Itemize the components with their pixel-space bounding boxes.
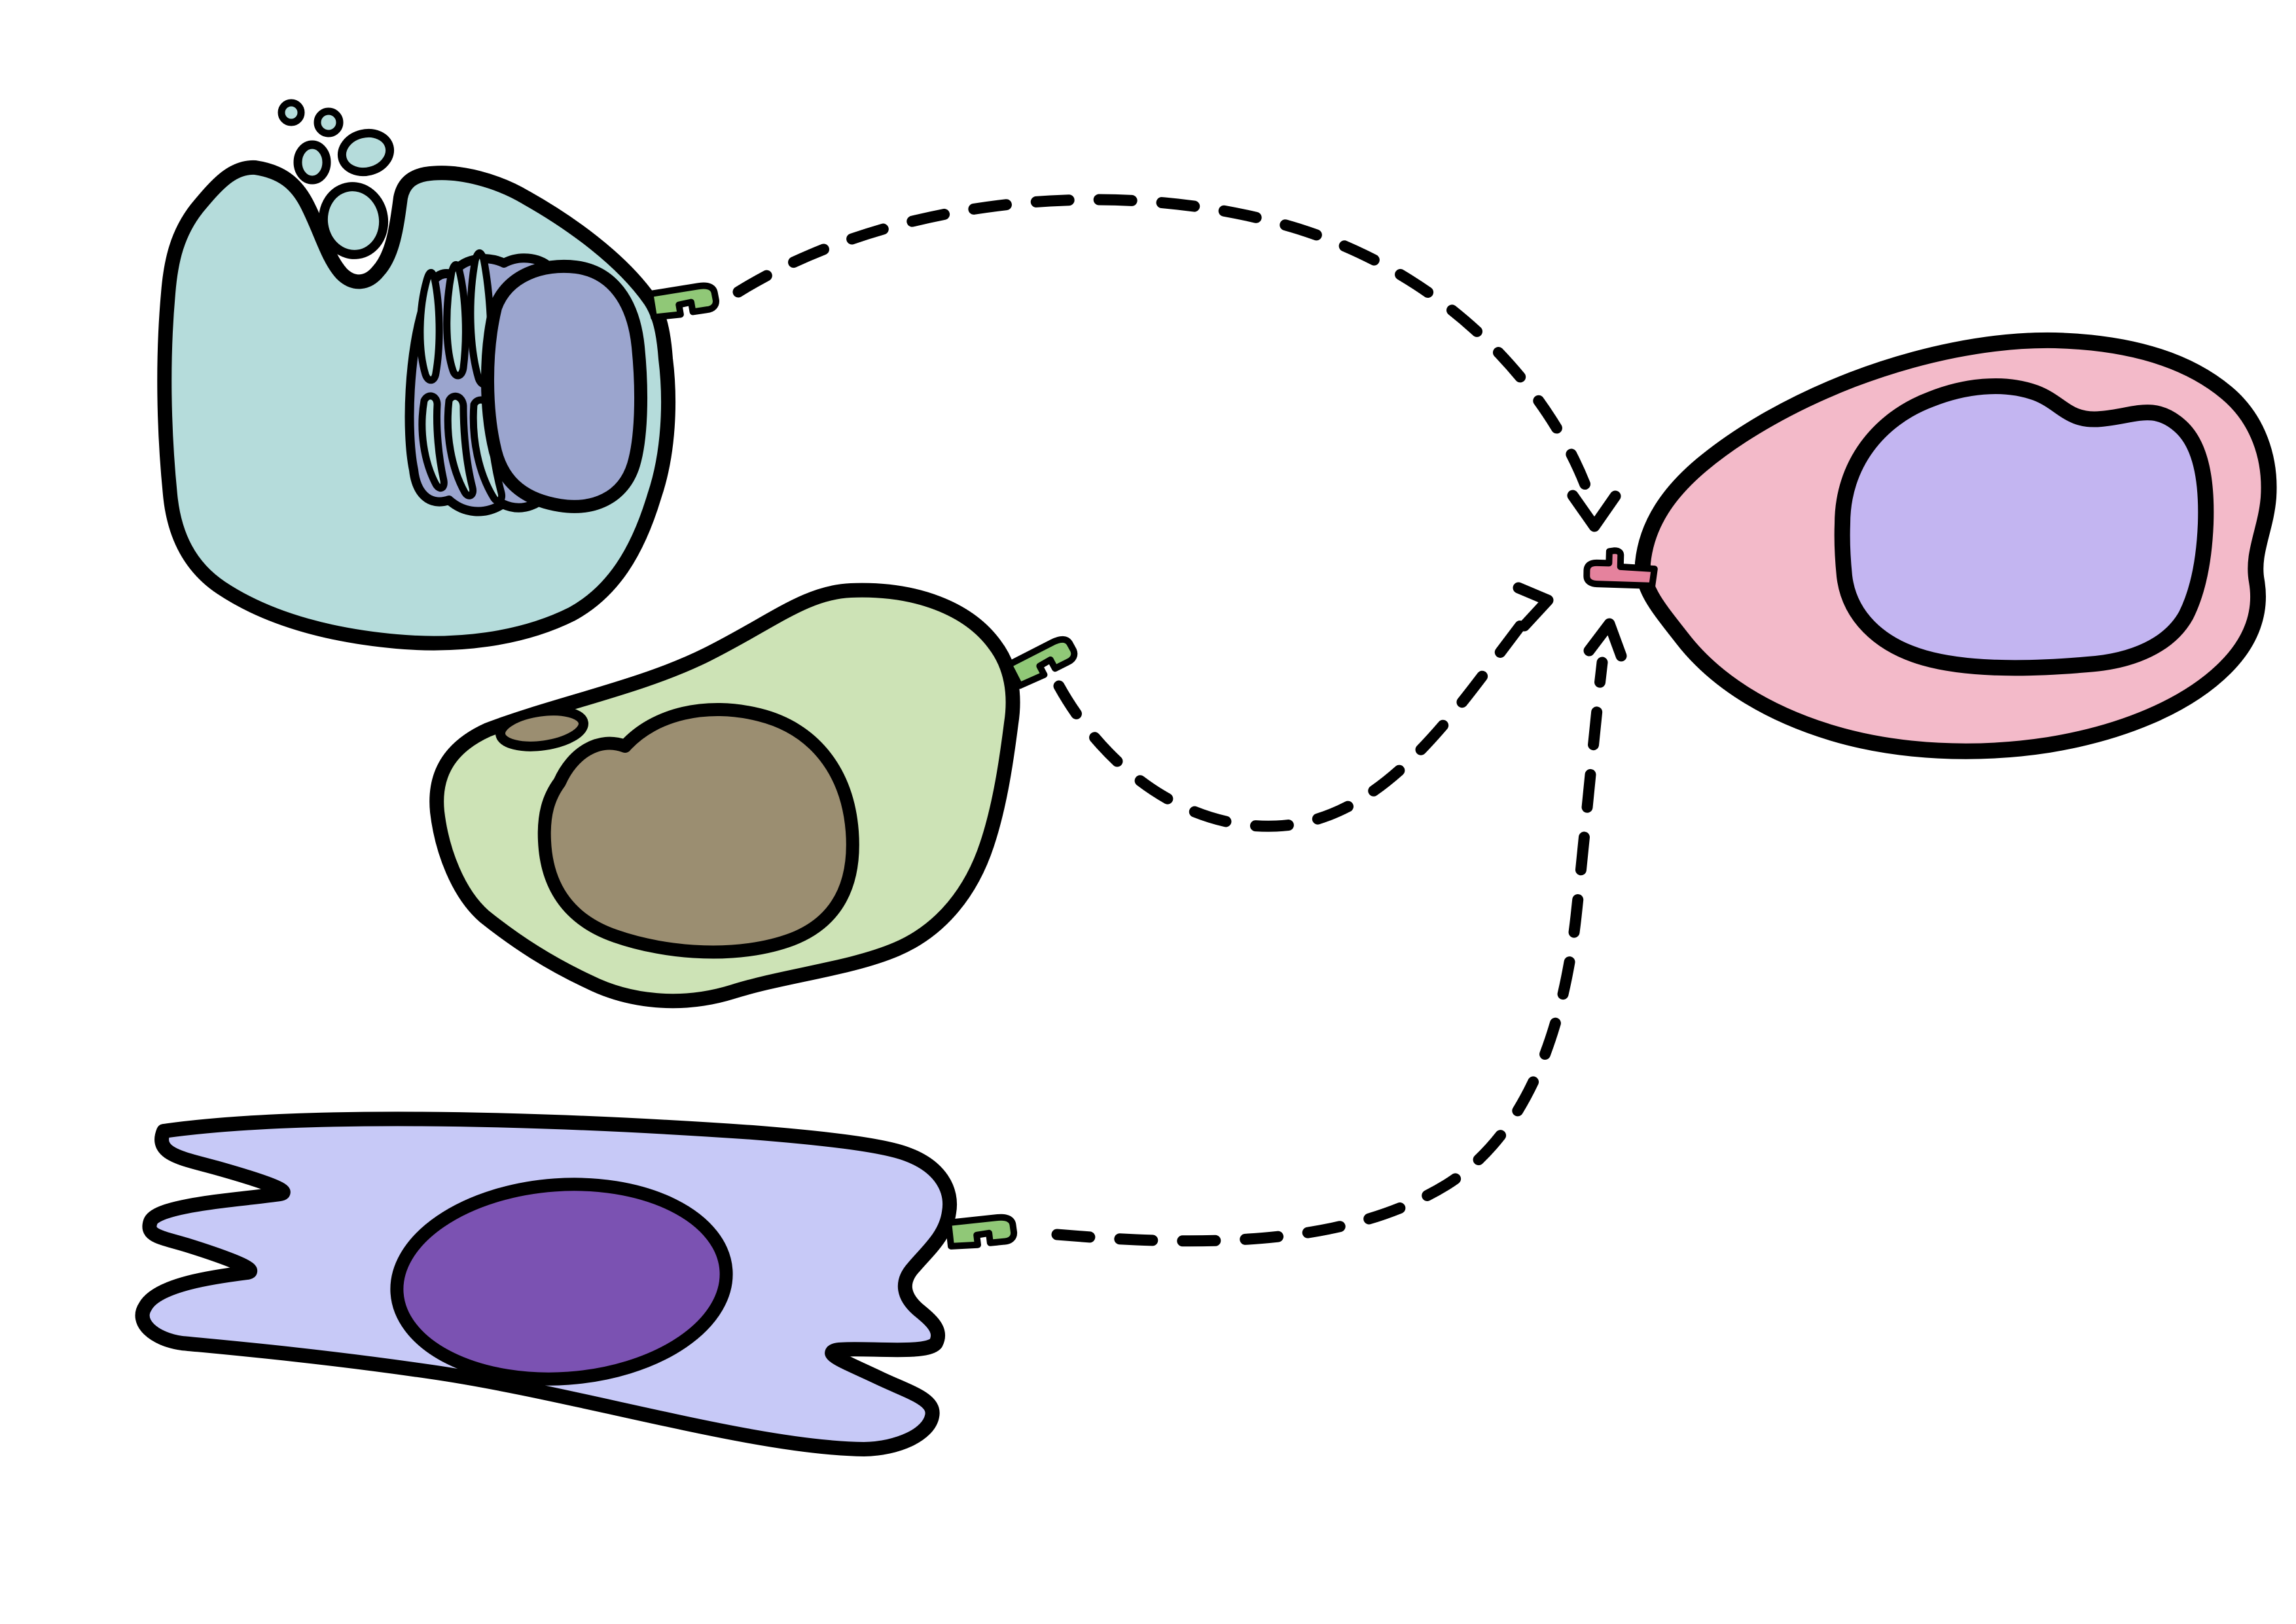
target-cell bbox=[1585, 332, 2277, 759]
golgi-slit bbox=[418, 392, 448, 492]
mhc-receptor-icon bbox=[650, 285, 717, 317]
golgi-slit bbox=[443, 261, 469, 380]
target-cell-nucleus bbox=[1834, 378, 2214, 676]
arrow-from-phagocytic-cell bbox=[732, 194, 1598, 509]
arrowhead-from-phagocytic-cell bbox=[1567, 490, 1621, 532]
arrowhead-from-green-cell bbox=[1513, 582, 1554, 632]
green-cell-nucleus bbox=[537, 703, 859, 959]
cup-bubble bbox=[318, 182, 389, 259]
phagocytic-cell bbox=[157, 99, 717, 651]
golgi-slit bbox=[444, 392, 477, 499]
phagocytic-cell-nucleus bbox=[481, 259, 648, 513]
bubble bbox=[337, 128, 395, 177]
diagram-root bbox=[135, 99, 2277, 1456]
bubble bbox=[293, 140, 331, 185]
bubble bbox=[278, 99, 305, 126]
flat-cell bbox=[135, 1111, 1014, 1456]
bubble bbox=[314, 107, 344, 137]
arrow-group bbox=[732, 194, 1627, 1247]
mhc-receptor-icon bbox=[948, 1217, 1014, 1246]
green-cell bbox=[429, 583, 1078, 1009]
arrow-from-flat-cell bbox=[1051, 657, 1608, 1247]
mhc-receptor-icon bbox=[1008, 636, 1078, 686]
golgi-slit bbox=[416, 269, 443, 384]
bubble-group bbox=[278, 99, 395, 259]
green-cell-organelle bbox=[495, 706, 588, 751]
arrowhead-from-flat-cell bbox=[1583, 618, 1627, 662]
arrow-from-green-cell bbox=[1053, 612, 1532, 832]
flat-cell-nucleus bbox=[390, 1178, 733, 1386]
